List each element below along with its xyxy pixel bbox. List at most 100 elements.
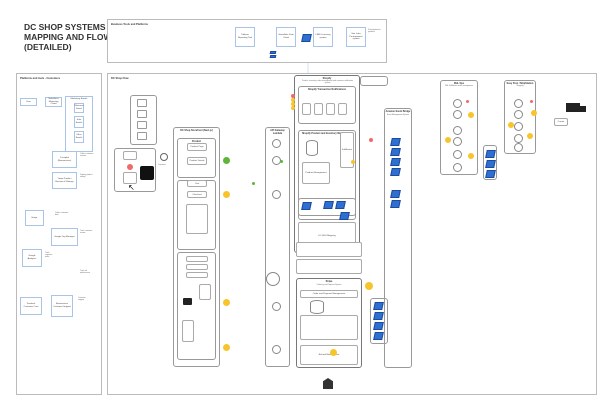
refund-mgmt-box[interactable]: Refund Management	[300, 345, 358, 365]
event-doc-icon	[390, 200, 401, 208]
dhl-service-icon[interactable]	[453, 110, 462, 119]
event-dot	[280, 160, 283, 163]
lambda-icon[interactable]	[272, 302, 281, 311]
stripe-label: Stripe	[325, 280, 333, 283]
product-details-box[interactable]: Product Details	[187, 157, 207, 165]
status-dot	[291, 106, 295, 110]
welcome-email-box[interactable]: Welcome Email	[74, 103, 84, 113]
star-labs-box[interactable]: Star Labs Participations system	[346, 27, 366, 47]
event-dot	[223, 191, 230, 198]
product-management-box[interactable]: Product Management	[302, 162, 330, 184]
salesforce-box[interactable]: Salesforce Marketing Cloud	[45, 97, 62, 107]
event-dot	[530, 100, 533, 103]
star-labs-note: Participations in products	[368, 29, 381, 34]
status-dot	[291, 94, 295, 98]
dhl-service-icon[interactable]	[453, 163, 462, 172]
panel-label: DC Shop Flow	[111, 77, 129, 80]
gtm-box[interactable]: Google Tag Manager	[51, 228, 78, 246]
event-dot	[468, 153, 474, 159]
panel-label: Business Tools and Platforms	[111, 23, 148, 26]
device-box	[123, 151, 137, 160]
event-doc-icon	[390, 138, 401, 146]
step-box	[186, 264, 208, 270]
pim-label: Shopify Product and Inventory Management	[301, 132, 353, 135]
order-mgmt-box[interactable]: Order and Payment Management	[300, 290, 358, 298]
dhl-service-icon[interactable]	[453, 137, 462, 146]
truck-cab-icon	[580, 106, 586, 112]
event-doc-icon	[373, 332, 384, 340]
shipping-service-icon[interactable]	[514, 110, 523, 119]
user-box[interactable]: User	[20, 98, 37, 106]
tableau-box[interactable]: Tableau Reporting Tool	[235, 27, 255, 47]
bv-note: Customer support	[78, 297, 86, 302]
event-dot	[508, 122, 514, 128]
customer-label: Customer	[158, 164, 166, 166]
shopify-subtitle: Product, inventory, order management and…	[301, 80, 353, 85]
dhl-ops-group: DHL Ops	[440, 80, 478, 175]
payment-processing-box	[300, 315, 358, 340]
data-file-icon	[301, 34, 312, 42]
dhl-service-icon[interactable]	[453, 126, 462, 135]
event-dot	[351, 160, 355, 164]
snowflake-box[interactable]: Snowflake Data Cloud	[276, 27, 296, 47]
event-dot	[252, 182, 255, 185]
event-dot	[468, 112, 474, 118]
carrier-box[interactable]: Carrier	[554, 118, 568, 126]
cart-box[interactable]: Cart	[187, 180, 207, 187]
event-dot	[330, 349, 337, 356]
shipping-service-icon[interactable]	[514, 99, 523, 108]
payment-group	[177, 252, 216, 360]
event-doc-icon	[485, 170, 496, 178]
sub-system-box	[296, 259, 362, 274]
trustpilot-note: Collect customer reviews	[80, 153, 94, 158]
lims-box[interactable]: LIMS Licensing system	[313, 27, 333, 47]
bank-icon	[323, 378, 333, 389]
shipping-service-icon[interactable]	[514, 122, 523, 131]
customer-icon	[160, 153, 168, 161]
order-notification-box	[302, 103, 311, 115]
dhl-service-icon[interactable]	[453, 150, 462, 159]
event-doc-icon	[373, 302, 384, 310]
yotpo-box[interactable]: Yotpo Product Reviews & Ratings	[52, 172, 77, 189]
shipping-service-icon[interactable]	[514, 143, 523, 152]
zendesk-box[interactable]: Zendesk Customer Care	[20, 297, 42, 315]
other-email-box[interactable]: Other Emails	[74, 131, 84, 143]
storefront-product-group: Product	[177, 138, 216, 178]
event-doc-icon	[485, 150, 496, 158]
page-title: DC SHOP SYSTEMS MAPPING AND FLOW (DETAIL…	[24, 22, 112, 52]
package-icon	[140, 166, 154, 180]
orders-api-group	[298, 198, 356, 216]
hotjar-box[interactable]: Hotjar	[25, 210, 44, 226]
amazon-event-bridge-group: Amazon Event Bridge	[384, 108, 412, 368]
notification-doc-icon	[137, 132, 147, 140]
event-dot	[445, 137, 451, 143]
hotjar-note: Collect customer data	[55, 212, 69, 217]
bazaarvoice-support-box[interactable]: Bazaarvoice Customer Support	[51, 295, 73, 317]
customer-device-group	[114, 148, 156, 192]
data-file-icon	[301, 202, 312, 210]
lambda-icon[interactable]	[272, 190, 281, 199]
status-dot	[291, 102, 295, 106]
stripe-subtitle: Ordering and Payment System	[316, 284, 342, 286]
lambda-icon[interactable]	[272, 139, 281, 148]
product-page-box[interactable]: Product Page	[187, 143, 207, 151]
panel-label: Platforms and tools - Customers	[20, 77, 61, 80]
sale-email-box[interactable]: Sale Emails	[74, 116, 84, 128]
shipping-docs-group	[483, 145, 497, 180]
checkout-box[interactable]: Checkout	[187, 191, 207, 198]
trustpilot-box[interactable]: Trustpilot (Bazaarvoice)	[52, 151, 77, 168]
event-doc-icon	[390, 190, 401, 198]
fulfillment-box[interactable]: Fulfillment	[340, 132, 354, 168]
notification-doc-icon	[137, 110, 147, 118]
lambda-cluster-icon[interactable]	[266, 272, 280, 286]
event-doc-icon	[390, 158, 401, 166]
shipping-service-icon[interactable]	[514, 134, 523, 143]
dhl-service-icon[interactable]	[453, 99, 462, 108]
truck-icon	[566, 103, 580, 112]
event-dot	[531, 110, 537, 116]
yotpo-note: Display product ratings	[80, 174, 93, 179]
google-analytics-box[interactable]: Google Analytics	[22, 249, 42, 267]
notification-docs-group	[130, 95, 157, 145]
order-notification-box	[314, 103, 323, 115]
lambda-icon[interactable]	[272, 345, 281, 354]
